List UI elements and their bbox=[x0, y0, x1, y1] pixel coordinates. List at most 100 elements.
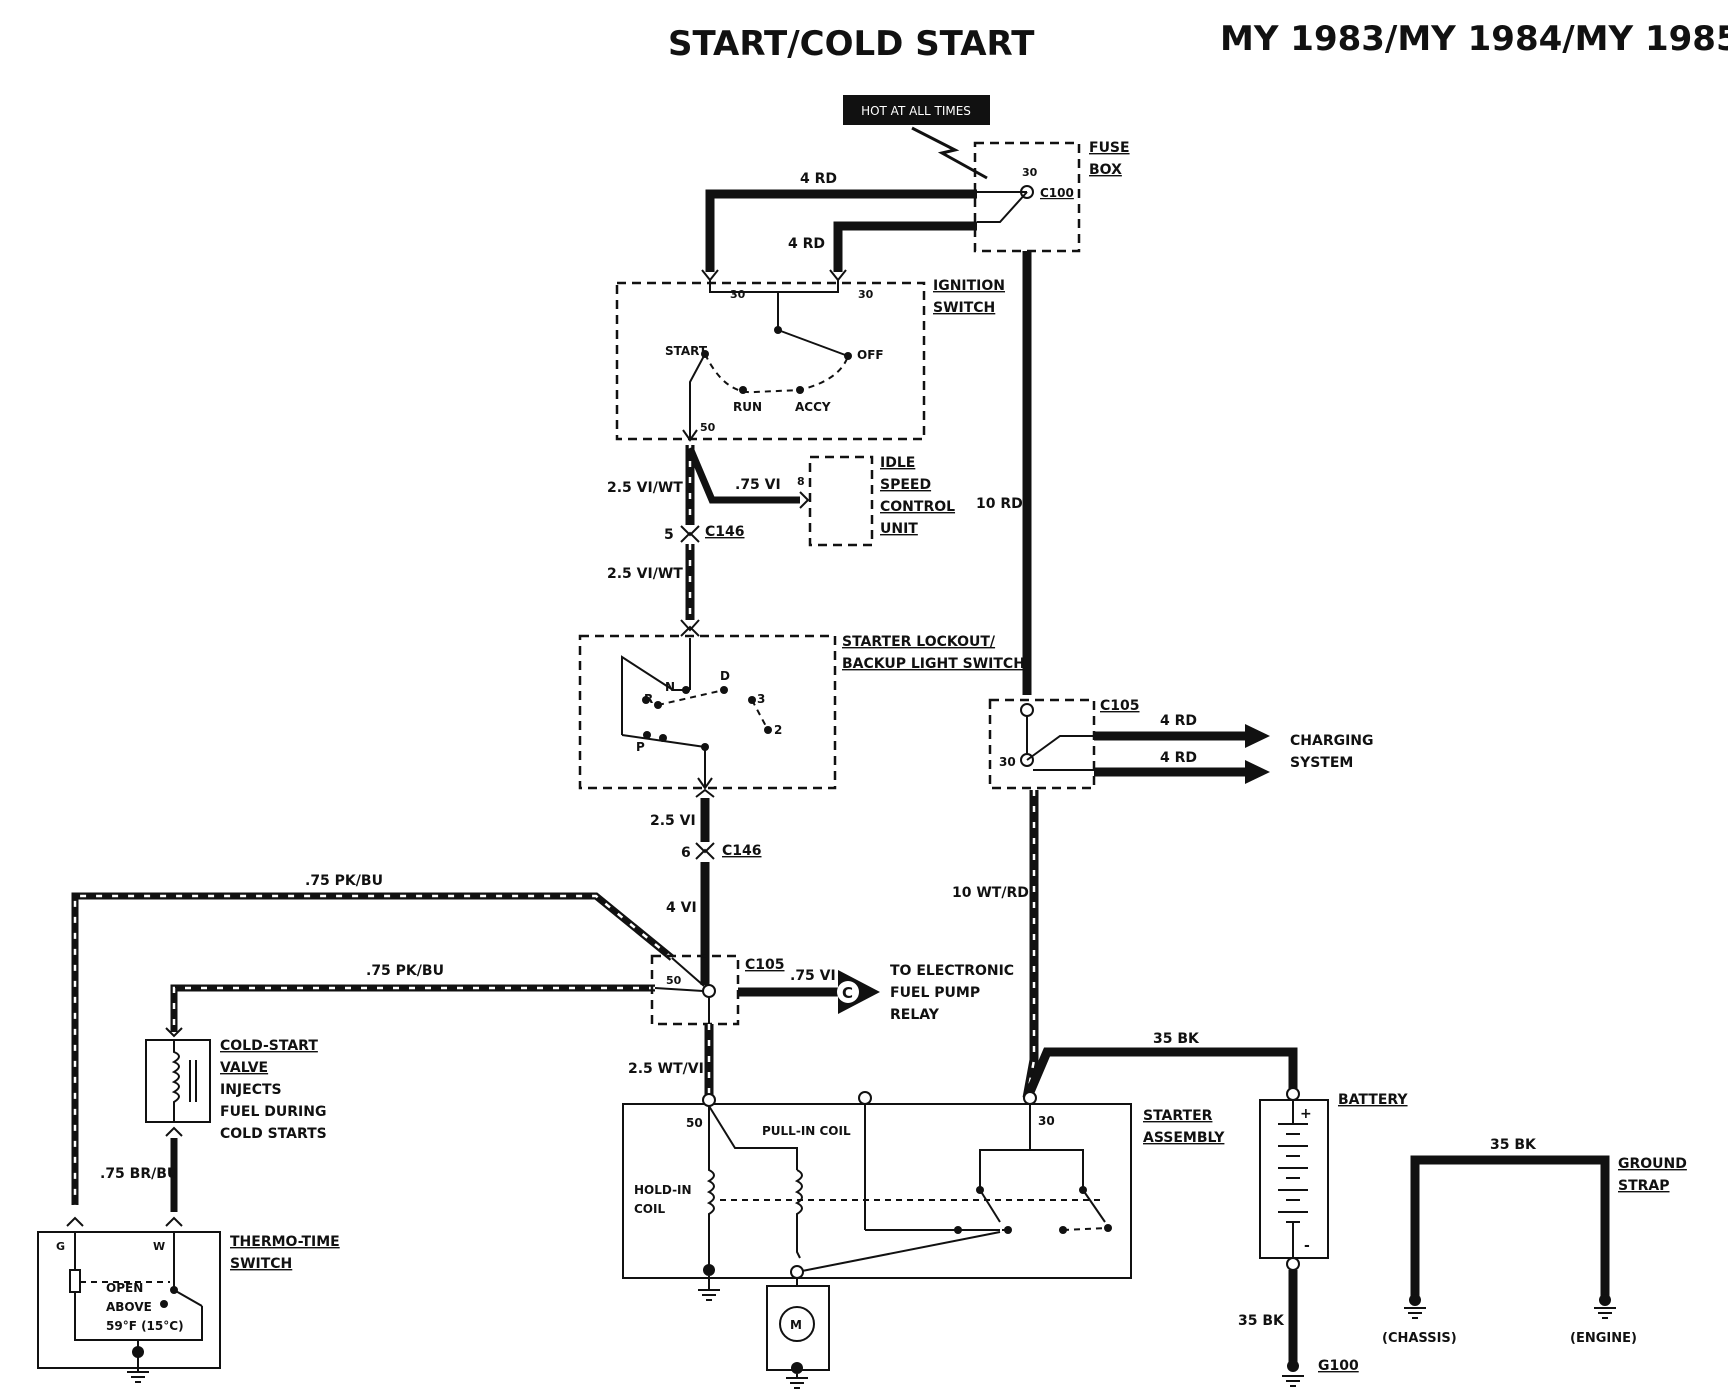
fuse-box: 30 C100 FUSE BOX bbox=[973, 140, 1130, 253]
ignition-label-1: IGNITION bbox=[933, 278, 1005, 294]
idle-unit-pin: 8 bbox=[797, 475, 805, 488]
fuse-box-label-2: BOX bbox=[1089, 162, 1122, 178]
engine-ground-icon bbox=[1593, 1307, 1617, 1319]
starter-hold-in-2: COIL bbox=[634, 1202, 665, 1216]
starter-ground-icon bbox=[697, 1289, 721, 1301]
wire-4rd-c-label: 4 RD bbox=[1160, 713, 1197, 729]
lockout-pos-3: 3 bbox=[757, 692, 765, 706]
wire-10rd-label: 10 RD bbox=[976, 496, 1023, 512]
starter-lockout-switch: N D R 3 2 P STARTER LOCKOUT/ BACKUP LIGH… bbox=[578, 634, 1025, 790]
c105-upper-label: C105 bbox=[1100, 698, 1140, 714]
wire-35bk-b-gauge: 35 BK bbox=[1238, 1313, 1285, 1329]
cold-start-label-3: INJECTS bbox=[220, 1082, 282, 1098]
wire-35bk-a-label: 35 BK bbox=[1153, 1031, 1200, 1047]
ground-strap-label-2: STRAP bbox=[1618, 1178, 1670, 1194]
cold-start-valve: COLD-START VALVE INJECTS FUEL DURING COL… bbox=[145, 1027, 327, 1142]
starter-label-1: STARTER bbox=[1143, 1108, 1213, 1124]
ignition-pos-start: START bbox=[665, 344, 708, 358]
battery-label: BATTERY bbox=[1338, 1092, 1408, 1108]
hot-at-all-times-tag: HOT AT ALL TIMES bbox=[843, 95, 990, 180]
c105-lower-label: C105 bbox=[745, 957, 785, 973]
lockout-pos-r: R bbox=[644, 692, 653, 706]
lockout-pos-d: D bbox=[720, 669, 730, 683]
chassis-ground-icon bbox=[1403, 1307, 1427, 1319]
thermo-above: ABOVE bbox=[106, 1300, 152, 1314]
lightning-bolt-icon bbox=[911, 126, 988, 180]
fuse-box-connector: C100 bbox=[1040, 186, 1074, 200]
wire-25wtvi-label: 2.5 WT/VI bbox=[628, 1061, 704, 1077]
cold-start-label-1: COLD-START bbox=[220, 1038, 318, 1054]
wire-35bk-a bbox=[1025, 1047, 1298, 1094]
wire-4rd-a-label: 4 RD bbox=[800, 171, 837, 187]
ground-strap-wire: 35 BK bbox=[1490, 1137, 1537, 1153]
diagram-title: START/COLD START bbox=[668, 24, 1035, 64]
c105-upper-pin: 30 bbox=[999, 755, 1016, 769]
thermo-label-1: THERMO-TIME bbox=[230, 1234, 340, 1250]
ignition-pos-run: RUN bbox=[733, 400, 762, 414]
starter-pin-30: 30 bbox=[1038, 1114, 1055, 1128]
thermo-ground-icon bbox=[126, 1371, 150, 1383]
idle-speed-control-unit: 8 IDLE SPEED CONTROL UNIT bbox=[797, 455, 955, 547]
battery-plus: + bbox=[1300, 1106, 1312, 1122]
hot-at-all-times-label: HOT AT ALL TIMES bbox=[861, 104, 971, 118]
starter-label-2: ASSEMBLY bbox=[1143, 1130, 1225, 1146]
wire-75brbu-label: .75 BR/BU bbox=[100, 1166, 178, 1182]
connector-c146-upper: 5 C146 bbox=[664, 524, 745, 543]
connector-c105-lower: 50 C105 bbox=[650, 954, 785, 1026]
wire-75vi bbox=[686, 446, 800, 504]
idle-unit-label-4: UNIT bbox=[880, 521, 918, 537]
idle-unit-label-1: IDLE bbox=[880, 455, 915, 471]
cold-start-label-2: VALVE bbox=[220, 1060, 268, 1076]
thermo-label-2: SWITCH bbox=[230, 1256, 292, 1272]
fuse-box-label-1: FUSE bbox=[1089, 140, 1130, 156]
wire-25viwt-b-label: 2.5 VI/WT bbox=[607, 566, 683, 582]
connector-c105-upper: 30 C105 bbox=[988, 698, 1140, 790]
ignition-pos-accy: ACCY bbox=[795, 400, 831, 414]
idle-unit-label-3: CONTROL bbox=[880, 499, 955, 515]
connector-c146-lower: 6 C146 bbox=[681, 842, 762, 861]
wire-75pkbu-a bbox=[71, 892, 675, 1205]
wire-4rd-b bbox=[833, 221, 977, 272]
starter-motor-label: M bbox=[790, 1318, 802, 1332]
starter-assembly: 50 30 PULL-IN COIL HOLD-IN COIL bbox=[622, 1091, 1225, 1389]
wire-4rd-a bbox=[705, 189, 977, 272]
wire-4vi-label: 4 VI bbox=[666, 900, 697, 916]
thermo-pin-g: G bbox=[56, 1240, 65, 1253]
cold-start-label-5: COLD STARTS bbox=[220, 1126, 327, 1142]
ignition-pin-right: 30 bbox=[858, 288, 874, 301]
thermo-time-switch: G W OPEN ABOVE 59°F (15°C) THERMO-TIME S… bbox=[37, 1216, 340, 1383]
fuel-pump-label-3: RELAY bbox=[890, 1007, 940, 1023]
ignition-pin-left: 30 bbox=[730, 288, 746, 301]
ground-strap-label-1: GROUND bbox=[1618, 1156, 1687, 1172]
c105-lower-pin: 50 bbox=[666, 974, 682, 987]
charging-system-label-2: SYSTEM bbox=[1290, 755, 1353, 771]
c146-upper-pin: 5 bbox=[664, 527, 674, 543]
fuel-pump-connector-letter: C bbox=[842, 984, 853, 1002]
ground-strap: 35 BK GROUND STRAP (CHASSIS) (ENGINE) bbox=[1382, 1137, 1687, 1346]
wire-4rd-d-label: 4 RD bbox=[1160, 750, 1197, 766]
wire-10wtrd bbox=[1022, 790, 1039, 1099]
lockout-pos-2: 2 bbox=[774, 723, 782, 737]
ground-strap-chassis: (CHASSIS) bbox=[1382, 1331, 1457, 1346]
idle-unit-label-2: SPEED bbox=[880, 477, 931, 493]
lockout-pos-p: P bbox=[636, 740, 645, 754]
ignition-switch: 30 30 START RUN ACCY OFF 50 IGNITION SWI… bbox=[615, 269, 1005, 442]
fuel-pump-label-1: TO ELECTRONIC bbox=[890, 963, 1014, 979]
thermo-temp: 59°F (15°C) bbox=[106, 1319, 184, 1333]
c146-lower-pin: 6 bbox=[681, 845, 691, 861]
lockout-pos-n: N bbox=[665, 680, 675, 694]
wire-75pkbu-b bbox=[170, 984, 655, 1032]
starter-pin-50: 50 bbox=[686, 1116, 703, 1130]
ignition-label-2: SWITCH bbox=[933, 300, 995, 316]
wire-10wtrd-label: 10 WT/RD bbox=[952, 885, 1029, 901]
motor-ground-icon bbox=[785, 1377, 809, 1389]
starter-pull-in-coil: PULL-IN COIL bbox=[762, 1124, 851, 1138]
wire-75pkbu-a-label: .75 PK/BU bbox=[305, 873, 383, 889]
charging-system-label-1: CHARGING bbox=[1290, 733, 1374, 749]
c146-lower-label: C146 bbox=[722, 843, 762, 859]
wire-4rd-b-label: 4 RD bbox=[788, 236, 825, 252]
battery-ground-icon bbox=[1281, 1375, 1305, 1387]
starter-motor-icon bbox=[779, 1306, 815, 1342]
c146-upper-label: C146 bbox=[705, 524, 745, 540]
